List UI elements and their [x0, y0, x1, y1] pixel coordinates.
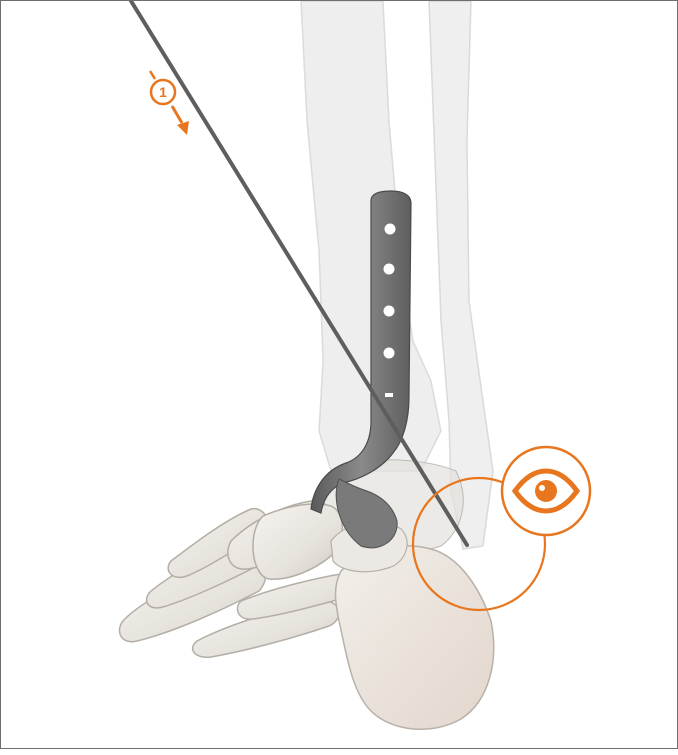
eye-icon: [502, 447, 590, 535]
foot-bones: [119, 501, 360, 657]
step-callout: 1: [150, 71, 189, 135]
step-number: 1: [159, 84, 167, 100]
guide-wire: [131, 1, 467, 545]
calcaneus-bone: [336, 546, 494, 729]
arrowhead: [177, 121, 189, 135]
arrow-down-right-icon: [172, 106, 182, 123]
